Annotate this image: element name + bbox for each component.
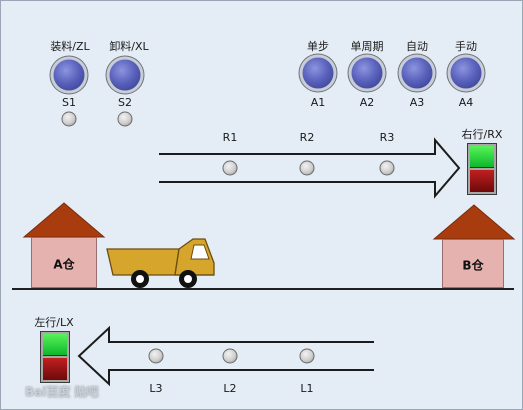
unload-button[interactable] xyxy=(109,59,141,91)
mode-id-a2: A2 xyxy=(359,96,375,109)
sensor-l3-lamp xyxy=(148,348,164,364)
unload-lamp xyxy=(117,111,133,127)
sensor-r3-lamp xyxy=(379,160,395,176)
mode-id-a3: A3 xyxy=(409,96,425,109)
unload-button-label: 卸料/XL xyxy=(109,40,149,53)
sensor-l1-label: L1 xyxy=(300,382,314,395)
manual-button[interactable] xyxy=(450,57,482,89)
right-arrow xyxy=(159,137,461,199)
single-step-button[interactable] xyxy=(302,57,334,89)
warehouse-a-roof xyxy=(22,202,106,238)
right-move-red-lamp xyxy=(470,170,494,192)
load-button-label: 装料/ZL xyxy=(50,40,90,53)
sensor-l2-lamp xyxy=(222,348,238,364)
mode-label-manual: 手动 xyxy=(455,40,477,53)
load-button[interactable] xyxy=(53,59,85,91)
load-lamp-label: S1 xyxy=(62,96,76,109)
warehouse-b xyxy=(442,239,504,288)
mode-id-a4: A4 xyxy=(458,96,474,109)
sensor-l2-label: L2 xyxy=(223,382,237,395)
left-arrow xyxy=(77,325,374,387)
warehouse-a-label: A仓 xyxy=(53,257,75,272)
sensor-r1-lamp xyxy=(222,160,238,176)
sensor-r2-label: R2 xyxy=(299,131,315,144)
unload-lamp-label: S2 xyxy=(118,96,132,109)
auto-button[interactable] xyxy=(401,57,433,89)
ground-line xyxy=(12,288,514,290)
left-move-green-lamp xyxy=(43,334,67,356)
load-lamp xyxy=(61,111,77,127)
sensor-l1-lamp xyxy=(299,348,315,364)
sensor-l3-label: L3 xyxy=(149,382,163,395)
left-move-red-lamp xyxy=(43,358,67,380)
warehouse-b-roof xyxy=(432,204,516,240)
mode-id-a1: A1 xyxy=(310,96,326,109)
dump-truck-icon[interactable] xyxy=(101,233,221,291)
left-move-indicator-label: 左行/LX xyxy=(34,316,74,329)
right-move-green-lamp xyxy=(470,146,494,168)
mode-label-single-cycle: 单周期 xyxy=(350,40,384,53)
sensor-r2-lamp xyxy=(299,160,315,176)
sensor-r1-label: R1 xyxy=(222,131,238,144)
single-cycle-button[interactable] xyxy=(351,57,383,89)
mode-label-auto: 自动 xyxy=(406,40,428,53)
right-move-indicator xyxy=(467,143,497,195)
warehouse-a xyxy=(31,237,97,288)
sensor-r3-label: R3 xyxy=(379,131,395,144)
warehouse-b-label: B仓 xyxy=(462,258,484,273)
right-move-indicator-label: 右行/RX xyxy=(461,128,503,141)
mode-label-single-step: 单步 xyxy=(307,40,329,53)
baidu-watermark: Bai百度 贴吧 xyxy=(25,385,99,399)
left-move-indicator xyxy=(40,331,70,383)
